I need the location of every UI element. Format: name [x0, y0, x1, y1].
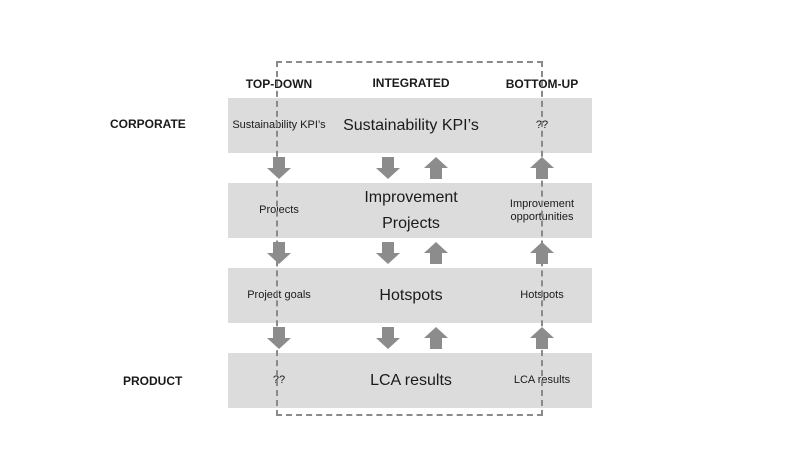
- bottom-up-arrow-1: [530, 157, 554, 179]
- column-header-top-down: TOP-DOWN: [245, 77, 313, 91]
- integrated-down-arrow-2: [376, 242, 400, 264]
- column-header-bottom-up: BOTTOM-UP: [505, 77, 579, 91]
- integrated-cell-hotspots: Hotspots: [330, 268, 492, 323]
- integrated-cell-improvement-projects: Improvement Projects: [330, 183, 492, 238]
- integrated-cell-kpis: Sustainability KPI’s: [330, 98, 492, 153]
- top-down-arrow-3: [267, 327, 291, 349]
- row-label-product: PRODUCT: [123, 374, 183, 388]
- top-down-arrow-2: [267, 242, 291, 264]
- integrated-up-arrow-1: [424, 157, 448, 179]
- integrated-down-arrow-3: [376, 327, 400, 349]
- row-label-corporate: CORPORATE: [110, 117, 186, 131]
- top-down-cell-projects: Projects: [228, 183, 330, 238]
- top-down-cell-kpis: Sustainability KPI’s: [228, 98, 330, 153]
- bottom-up-cell-improvement-opportunities: Improvement opportunities: [492, 183, 592, 238]
- integrated-up-arrow-3: [424, 327, 448, 349]
- integrated-down-arrow-1: [376, 157, 400, 179]
- top-down-cell-project-goals: Project goals: [228, 268, 330, 323]
- top-down-cell-unknown: ??: [228, 353, 330, 408]
- bottom-up-arrow-3: [530, 327, 554, 349]
- integrated-up-arrow-2: [424, 242, 448, 264]
- bottom-up-cell-lca-results: LCA results: [492, 353, 592, 408]
- bottom-up-cell-unknown: ??: [492, 98, 592, 153]
- bottom-up-cell-hotspots: Hotspots: [492, 268, 592, 323]
- bottom-up-arrow-2: [530, 242, 554, 264]
- integrated-cell-lca-results: LCA results: [330, 353, 492, 408]
- column-header-integrated: INTEGRATED: [372, 76, 450, 90]
- top-down-arrow-1: [267, 157, 291, 179]
